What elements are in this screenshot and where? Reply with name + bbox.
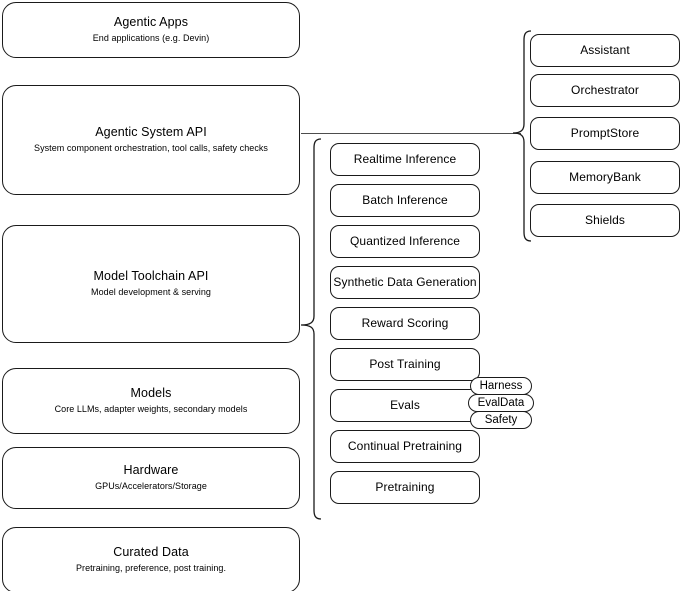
capability-box-batch-inference[interactable]: Batch Inference	[330, 184, 480, 217]
capability-box-evals[interactable]: Evals	[330, 389, 480, 422]
capability-box-synthetic-data-generation[interactable]: Synthetic Data Generation	[330, 266, 480, 299]
layer-title: Agentic System API	[95, 124, 207, 139]
capability-label: Quantized Inference	[350, 234, 460, 248]
capability-box-continual-pretraining[interactable]: Continual Pretraining	[330, 430, 480, 463]
component-label: PromptStore	[570, 126, 640, 140]
brace-system-components	[512, 30, 532, 242]
layer-title: Model Toolchain API	[93, 268, 209, 283]
evals-pill-evaldata[interactable]: EvalData	[468, 394, 534, 412]
capability-label: Post Training	[369, 357, 441, 371]
capability-label: Continual Pretraining	[347, 439, 463, 453]
capability-label: Synthetic Data Generation	[333, 275, 477, 289]
component-box-promptstore[interactable]: PromptStore	[530, 117, 680, 150]
layer-title: Models	[130, 385, 172, 400]
layer-box-models[interactable]: Models Core LLMs, adapter weights, secon…	[2, 368, 300, 434]
layer-title: Agentic Apps	[113, 14, 189, 29]
evals-pill-harness[interactable]: Harness	[470, 377, 532, 395]
component-label: Shields	[584, 213, 626, 227]
layer-subtitle: GPUs/Accelerators/Storage	[95, 481, 207, 492]
layer-subtitle: System component orchestration, tool cal…	[34, 143, 268, 154]
capability-box-reward-scoring[interactable]: Reward Scoring	[330, 307, 480, 340]
component-box-assistant[interactable]: Assistant	[530, 34, 680, 67]
layer-subtitle: Model development & serving	[91, 287, 211, 298]
layer-title: Hardware	[123, 462, 179, 477]
layer-box-agentic-system-api[interactable]: Agentic System API System component orch…	[2, 85, 300, 195]
capability-label: Reward Scoring	[361, 316, 449, 330]
layer-title: Curated Data	[113, 544, 189, 559]
capability-box-quantized-inference[interactable]: Quantized Inference	[330, 225, 480, 258]
capability-label: Batch Inference	[362, 193, 448, 207]
capability-box-pretraining[interactable]: Pretraining	[330, 471, 480, 504]
component-box-shields[interactable]: Shields	[530, 204, 680, 237]
component-label: Assistant	[580, 43, 630, 57]
layer-box-agentic-apps[interactable]: Agentic Apps End applications (e.g. Devi…	[2, 2, 300, 58]
capability-label: Evals	[390, 398, 420, 412]
connector-line-system-api	[301, 133, 521, 134]
capability-box-post-training[interactable]: Post Training	[330, 348, 480, 381]
component-box-memorybank[interactable]: MemoryBank	[530, 161, 680, 194]
component-box-orchestrator[interactable]: Orchestrator	[530, 74, 680, 107]
component-label: Orchestrator	[571, 83, 639, 97]
component-label: MemoryBank	[569, 170, 641, 184]
capability-box-realtime-inference[interactable]: Realtime Inference	[330, 143, 480, 176]
evals-pill-safety[interactable]: Safety	[470, 411, 532, 429]
layer-box-model-toolchain-api[interactable]: Model Toolchain API Model development & …	[2, 225, 300, 343]
layer-subtitle: End applications (e.g. Devin)	[92, 33, 210, 44]
layer-box-curated-data[interactable]: Curated Data Pretraining, preference, po…	[2, 527, 300, 591]
layer-subtitle: Core LLMs, adapter weights, secondary mo…	[54, 404, 248, 415]
capability-label: Pretraining	[375, 480, 435, 494]
capability-label: Realtime Inference	[353, 152, 457, 166]
layer-box-hardware[interactable]: Hardware GPUs/Accelerators/Storage	[2, 447, 300, 509]
layer-subtitle: Pretraining, preference, post training.	[75, 563, 227, 574]
brace-toolchain-capabilities	[300, 138, 322, 520]
